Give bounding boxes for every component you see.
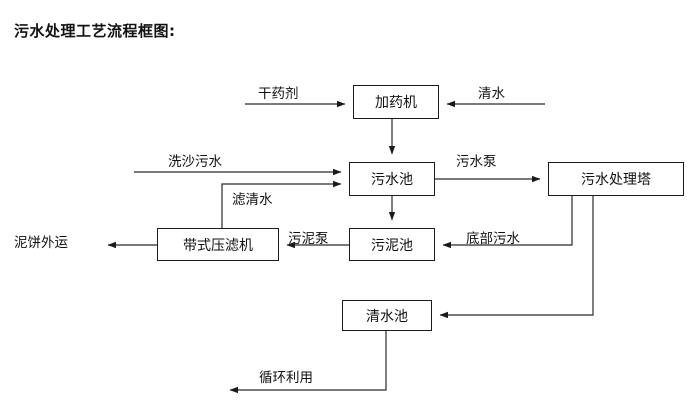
node-sludge-pool[interactable]: 污泥池 <box>349 228 435 261</box>
node-belt-filter-press[interactable]: 带式压滤机 <box>157 228 279 261</box>
node-label-wastewater-pool: 污水池 <box>371 172 413 188</box>
wire-tower-bottom-sewage-to-sludge-pool <box>442 196 573 249</box>
wire-clean-water-pool-to-recycle <box>229 331 387 394</box>
edge-label-sludge-pump: 污泥泵 <box>288 231 329 247</box>
node-label-sludge-pool: 污泥池 <box>371 237 413 254</box>
page-title: 污水处理工艺流程框图: <box>14 22 176 40</box>
node-treatment-tower[interactable]: 污水处理塔 <box>548 162 684 196</box>
edge-label-recycle-reuse: 循环利用 <box>259 370 313 386</box>
node-label-belt-filter-press: 带式压滤机 <box>183 237 253 254</box>
wire-tower-to-clean-water-pool <box>439 196 594 319</box>
wire-filtered-water-to-wastewater-pool <box>221 180 342 228</box>
node-label-clean-water-pool: 清水池 <box>366 308 408 325</box>
io-label-dry-chemical: 干药剂 <box>258 86 299 102</box>
node-wastewater-pool[interactable]: 污水池 <box>349 162 435 196</box>
edge-label-filtered-clear-water: 滤清水 <box>232 192 273 208</box>
io-label-sand-wash-wastewater: 洗沙污水 <box>168 154 222 170</box>
node-label-dosing-machine: 加药机 <box>375 95 417 111</box>
node-dosing-machine[interactable]: 加药机 <box>353 85 439 119</box>
io-label-clean-water: 清水 <box>478 86 505 102</box>
edge-label-wastewater-pump: 污水泵 <box>456 154 497 170</box>
io-label-mud-cake-output: 泥饼外运 <box>14 235 68 251</box>
edge-label-bottom-sewage: 底部污水 <box>466 231 520 247</box>
node-clean-water-pool[interactable]: 清水池 <box>342 300 432 331</box>
node-label-treatment-tower: 污水处理塔 <box>581 172 651 188</box>
